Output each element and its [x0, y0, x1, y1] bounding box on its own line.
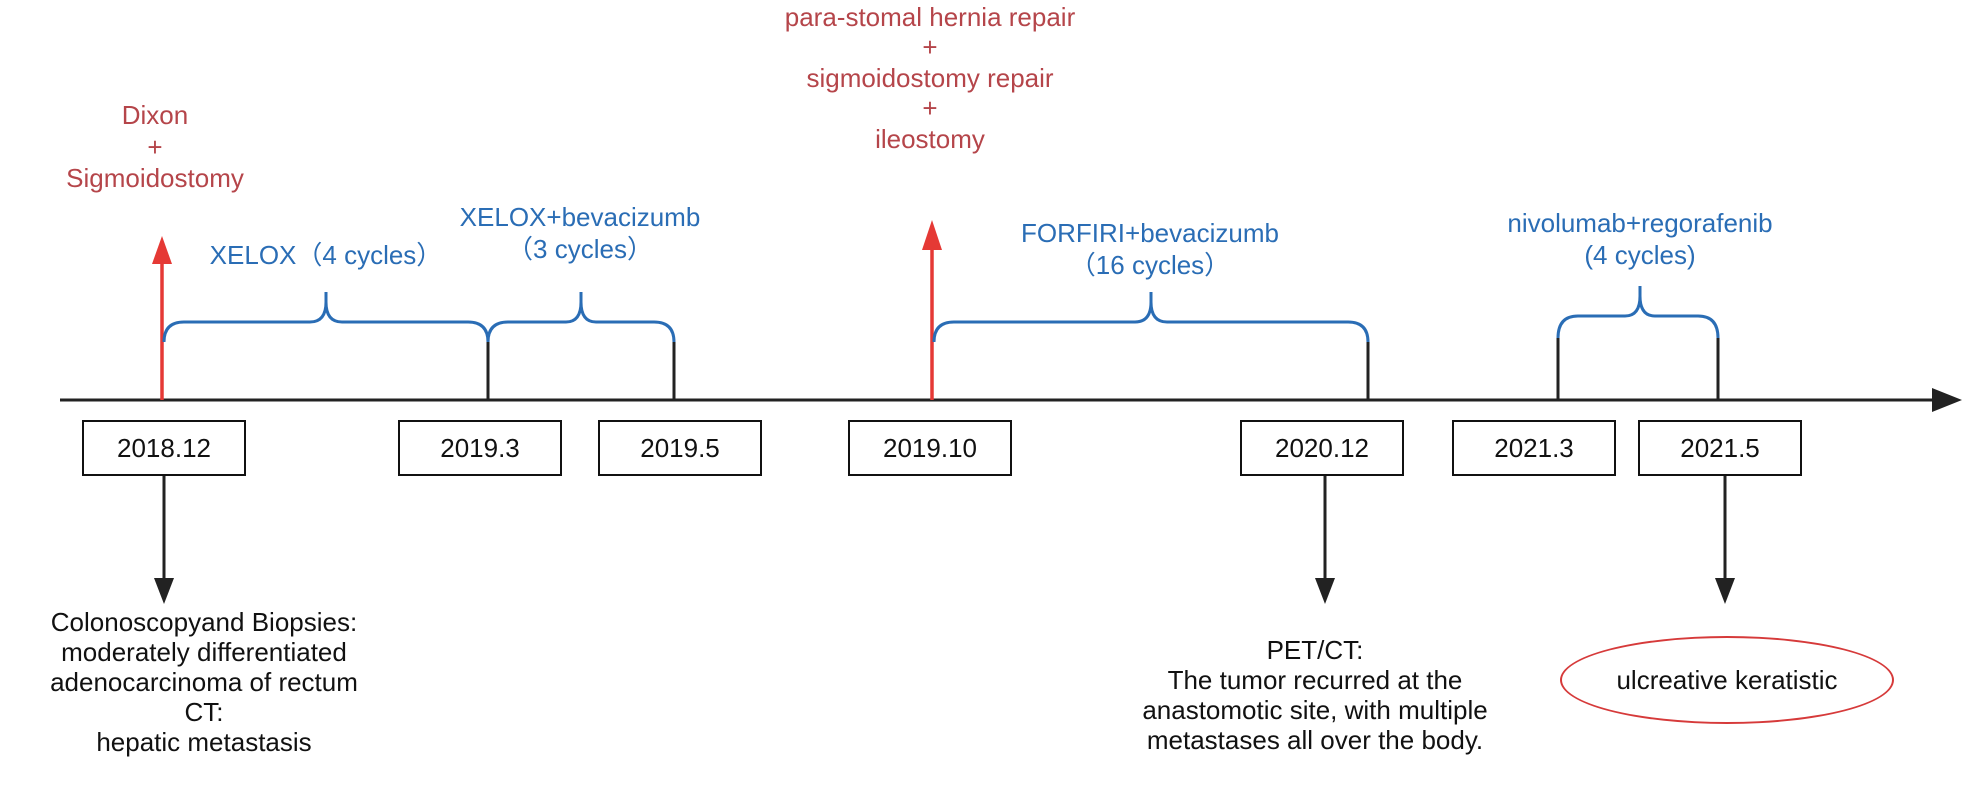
- finding-3-text: ulcreative keratistic: [1616, 664, 1838, 695]
- brace-xelox-bev: [486, 292, 676, 343]
- regimen-nivo-line-1: nivolumab+regorafenib: [1507, 208, 1773, 238]
- regimen-xelox-bev: XELOX+bevacizumb （3 cycles）: [430, 202, 730, 265]
- surgery-1-line-1: Dixon: [121, 100, 189, 130]
- date-text: 2021.5: [1680, 432, 1760, 463]
- finding-ulcerative-oval: ulcreative keratistic: [1560, 636, 1894, 724]
- regimen-forfiri-line-2: （16 cycles）: [1069, 249, 1231, 280]
- finding-petct: PET/CT: The tumor recurred at the anasto…: [1105, 635, 1525, 756]
- surgery-arrow-2-head: [922, 220, 942, 250]
- finding-arrow-1-head: [154, 578, 174, 604]
- regimen-nivo-line-2: (4 cycles): [1584, 239, 1696, 270]
- finding-arrow-2-head: [1315, 578, 1335, 604]
- date-text: 2019.5: [640, 432, 720, 463]
- regimen-forfiri: FORFIRI+bevacizumb （16 cycles）: [990, 218, 1310, 281]
- surgery-2-line-4: +: [922, 93, 938, 124]
- date-text: 2020.12: [1275, 432, 1369, 463]
- finding-2-line-1: PET/CT:: [1266, 635, 1364, 665]
- date-box-2020-12: 2020.12: [1240, 420, 1404, 476]
- date-box-2021-5: 2021.5: [1638, 420, 1802, 476]
- brace-forfiri: [932, 292, 1370, 343]
- brace-xelox: [162, 292, 490, 343]
- date-box-2019-5: 2019.5: [598, 420, 762, 476]
- finding-1-line-5: hepatic metastasis: [96, 726, 312, 757]
- finding-2-line-4: metastases all over the body.: [1146, 724, 1484, 755]
- finding-2-line-2: The tumor recurred at the: [1167, 664, 1463, 695]
- date-text: 2019.10: [883, 432, 977, 463]
- finding-2-line-3: anastomotic site, with multiple: [1142, 694, 1488, 725]
- date-text: 2019.3: [440, 432, 520, 463]
- date-box-2021-3: 2021.3: [1452, 420, 1616, 476]
- finding-1-line-2: moderately differentiated: [61, 636, 347, 667]
- date-text: 2021.3: [1494, 432, 1574, 463]
- timeline-axis-arrowhead: [1932, 388, 1962, 412]
- finding-1-line-4: CT:: [184, 696, 224, 727]
- surgery-1-line-3: Sigmoidostomy: [66, 163, 244, 194]
- finding-colonoscopy: Colonoscopyand Biopsies: moderately diff…: [4, 607, 404, 757]
- finding-1-line-3: adenocarcinoma of rectum: [50, 666, 358, 697]
- surgery-1-line-2: +: [147, 131, 163, 162]
- regimen-xelox: XELOX（4 cycles）: [186, 240, 466, 272]
- surgery-2-line-1: para-stomal hernia repair: [784, 2, 1076, 32]
- date-box-2019-3: 2019.3: [398, 420, 562, 476]
- regimen-xelox-bev-line-1: XELOX+bevacizumb: [459, 202, 701, 232]
- date-text: 2018.12: [117, 432, 211, 463]
- finding-arrow-3-head: [1715, 578, 1735, 604]
- surgery-2-line-5: ileostomy: [875, 123, 985, 154]
- regimen-xelox-bev-line-2: （3 cycles）: [507, 233, 653, 264]
- regimen-forfiri-line-1: FORFIRI+bevacizumb: [1021, 218, 1279, 248]
- date-box-2019-10: 2019.10: [848, 420, 1012, 476]
- surgery-label-1: Dixon + Sigmoidostomy: [40, 100, 270, 195]
- surgery-arrow-1-head: [152, 236, 172, 264]
- surgery-2-line-2: +: [922, 32, 938, 63]
- surgery-2-line-3: sigmoidostomy repair: [806, 62, 1054, 93]
- finding-1-line-1: Colonoscopyand Biopsies:: [50, 607, 358, 637]
- regimen-nivo: nivolumab+regorafenib (4 cycles): [1480, 208, 1800, 271]
- date-box-2018-12: 2018.12: [82, 420, 246, 476]
- regimen-xelox-text: XELOX（4 cycles）: [209, 240, 443, 270]
- brace-nivo: [1556, 286, 1720, 339]
- surgery-label-2: para-stomal hernia repair + sigmoidostom…: [730, 2, 1130, 154]
